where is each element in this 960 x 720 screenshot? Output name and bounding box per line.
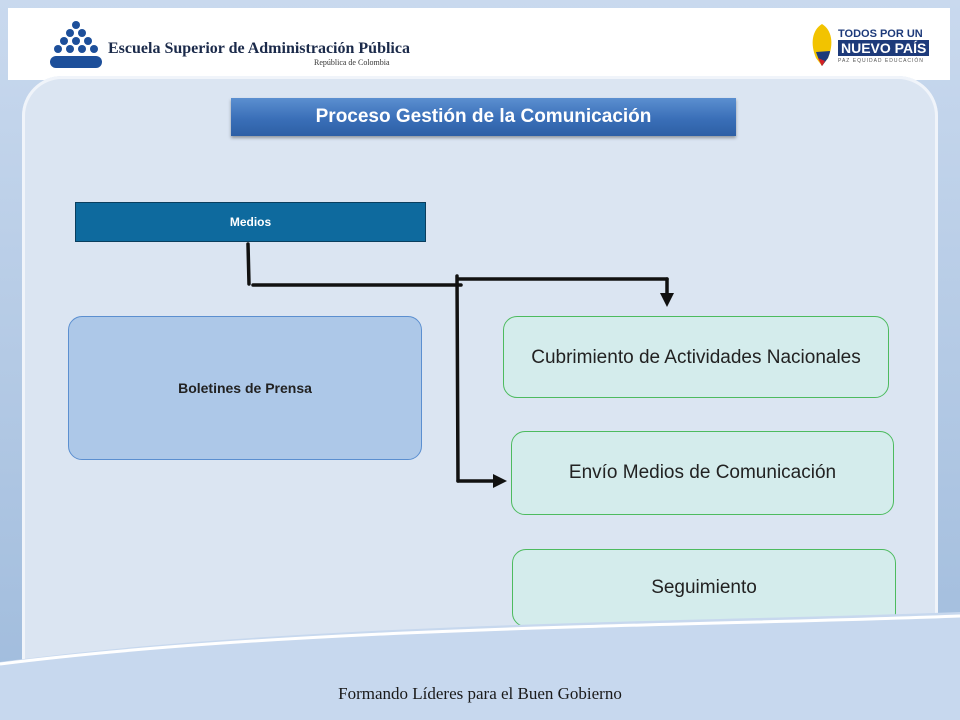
node-boletines: Boletines de Prensa [68,316,422,460]
diagram-title: Proceso Gestión de la Comunicación [231,98,736,136]
connector-root-down [246,242,251,286]
node-seguimiento: Seguimiento [512,549,896,627]
header-bar [8,8,950,80]
node-envio: Envío Medios de Comunicación [511,431,894,515]
root-node-medios: Medios [75,202,426,242]
gov-slogan-line2: NUEVO PAÍS [838,40,930,56]
gov-slogan-line3: PAZ EQUIDAD EDUCACIÓN [838,58,924,64]
institution-subtitle: República de Colombia [314,58,390,67]
connector-vertical [455,274,460,483]
institution-name: Escuela Superior de Administración Públi… [108,40,410,57]
colombia-flag-icon [812,24,832,66]
esap-logo-icon [50,21,102,68]
node-cubrimiento: Cubrimiento de Actividades Nacionales [503,316,889,398]
footer-wave [0,612,960,720]
footer-slogan: Formando Líderes para el Buen Gobierno [338,684,622,703]
gov-slogan-line1: TODOS POR UN [838,28,923,40]
